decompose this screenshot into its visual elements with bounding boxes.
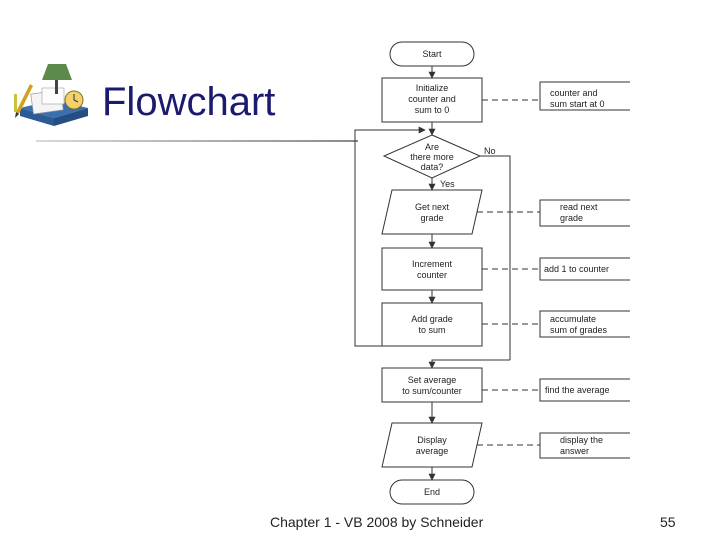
average-process bbox=[381, 367, 483, 403]
note-bracket-display bbox=[539, 432, 630, 459]
note-bracket-add bbox=[539, 310, 630, 338]
display-line-2: average bbox=[416, 446, 449, 456]
init-line-2: counter and bbox=[408, 94, 456, 104]
note-add-line-1: accumulate bbox=[550, 314, 596, 324]
increment-line-1: Increment bbox=[412, 259, 453, 269]
end-terminator bbox=[389, 479, 475, 505]
logo-clipart bbox=[14, 64, 88, 126]
decision-diamond bbox=[382, 134, 482, 179]
init-line-3: sum to 0 bbox=[415, 105, 450, 115]
note-bracket-get bbox=[539, 199, 630, 227]
note-display-line-2: answer bbox=[560, 446, 589, 456]
no-label: No bbox=[484, 146, 496, 156]
get-line-1: Get next bbox=[415, 202, 450, 212]
display-line-1: Display bbox=[417, 435, 447, 445]
increment-line-2: counter bbox=[417, 270, 447, 280]
title-underline bbox=[36, 140, 358, 142]
decision-line-1: Are bbox=[425, 142, 439, 152]
no-branch-join bbox=[428, 359, 510, 369]
get-line-2: grade bbox=[420, 213, 443, 223]
add-line-1: Add grade bbox=[411, 314, 453, 324]
note-init-line-1: counter and bbox=[550, 88, 598, 98]
add-process bbox=[381, 302, 483, 347]
start-terminator bbox=[389, 41, 475, 67]
end-label: End bbox=[424, 487, 440, 497]
no-branch-line bbox=[480, 155, 511, 360]
flowchart: Start Initialize counter and sum to 0 Ar… bbox=[354, 41, 630, 505]
note-increment-line-1: add 1 to counter bbox=[544, 264, 609, 274]
init-process bbox=[381, 77, 483, 123]
note-display-line-1: display the bbox=[560, 435, 603, 445]
display-output bbox=[381, 422, 483, 468]
get-grade-input bbox=[381, 189, 483, 235]
footer-text: Chapter 1 - VB 2008 by Schneider bbox=[270, 514, 484, 530]
start-label: Start bbox=[422, 49, 442, 59]
note-bracket-average bbox=[539, 378, 630, 402]
note-get-line-1: read next bbox=[560, 202, 598, 212]
init-line-1: Initialize bbox=[416, 83, 449, 93]
note-bracket-increment bbox=[539, 257, 630, 281]
decision-line-2: there more bbox=[410, 152, 454, 162]
note-get-line-2: grade bbox=[560, 213, 583, 223]
decision-line-3: data? bbox=[421, 162, 444, 172]
page-number: 55 bbox=[660, 514, 676, 530]
note-bracket-init bbox=[539, 81, 630, 111]
increment-process bbox=[381, 247, 483, 291]
yes-label: Yes bbox=[440, 179, 455, 189]
slide-title: Flowchart bbox=[102, 80, 276, 124]
add-line-2: to sum bbox=[418, 325, 445, 335]
average-line-2: to sum/counter bbox=[402, 386, 462, 396]
note-add-line-2: sum of grades bbox=[550, 325, 608, 335]
note-init-line-2: sum start at 0 bbox=[550, 99, 605, 109]
note-average-line-1: find the average bbox=[545, 385, 610, 395]
average-line-1: Set average bbox=[408, 375, 457, 385]
